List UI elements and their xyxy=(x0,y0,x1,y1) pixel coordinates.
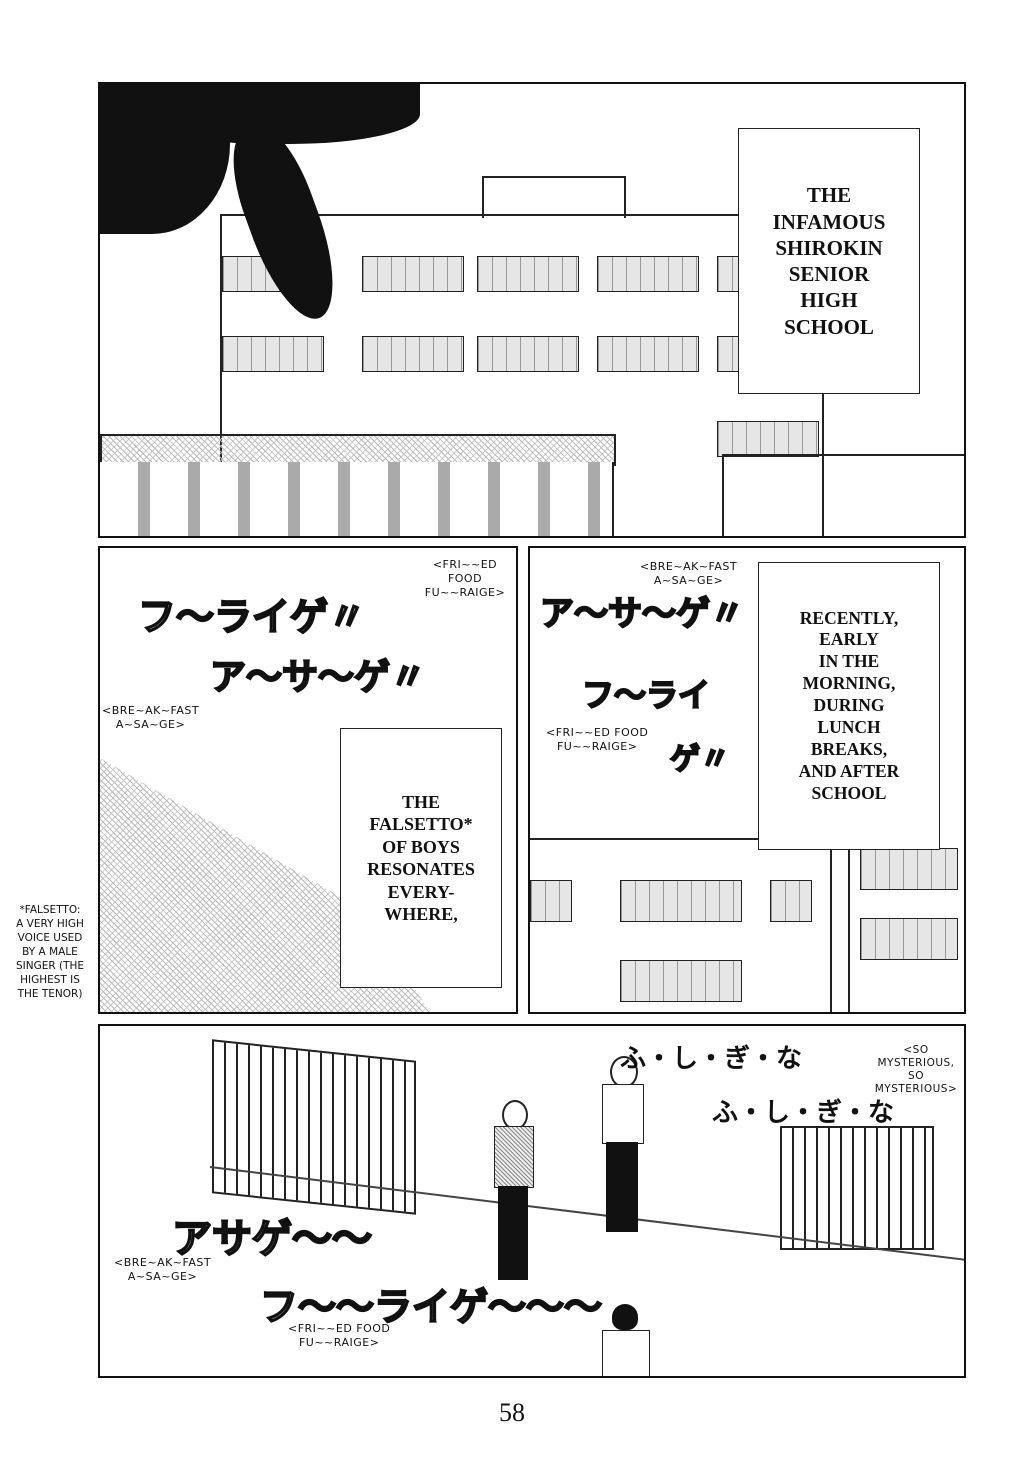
page-number: 58 xyxy=(499,1398,525,1427)
school-tall-building-art xyxy=(848,818,964,1012)
panel-greenhouse: フ〜ライゲ〃 ア〜サ〜ゲ〃 <FRI~~ED FOOD FU~~RAIGE> <… xyxy=(98,546,518,1014)
translation-asage: <BRE~AK~FAST A~SA~GE> xyxy=(114,1256,212,1283)
sfx-asage-long: アサゲ〜〜 xyxy=(171,1215,373,1263)
footnote-falsetto: *FALSETTO: A VERY HIGH VOICE USED BY A M… xyxy=(15,904,85,1000)
tree-foliage-art xyxy=(100,84,420,334)
sfx-furaige-long: フ〜〜ライゲ〜〜〜 xyxy=(259,1284,603,1330)
translation-furaige: <FRI~~ED FOOD FU~~RAIGE> xyxy=(288,1322,391,1349)
sfx-furai: フ〜ライ xyxy=(581,675,711,715)
translation-asage: <BRE~AK~FAST A~SA~GE> xyxy=(102,704,200,731)
fence-posts-art xyxy=(100,462,614,536)
student-2-art xyxy=(600,1056,644,1236)
caption-line: SENIOR xyxy=(788,262,870,286)
sfx-fushigina-2: ふ・し・ぎ・な xyxy=(712,1098,895,1128)
panel-school-exterior: THE INFAMOUS SHIROKIN SENIOR HIGH SCHOOL xyxy=(98,82,966,538)
caption-line: THE xyxy=(806,183,852,208)
student-1-art xyxy=(492,1100,534,1280)
caption-line: HIGH xyxy=(800,288,858,313)
student-3-art xyxy=(602,1304,650,1376)
caption-box-1: THE INFAMOUS SHIROKIN SENIOR HIGH SCHOOL xyxy=(738,128,920,394)
caption-box-3: RECENTLY, EARLY IN THE MORNING, DURING L… xyxy=(758,562,940,850)
translation-furaige: <FRI~~ED FOOD FU~~RAIGE> xyxy=(546,726,649,753)
caption-line: SCHOOL xyxy=(784,314,874,339)
translation-furaige: <FRI~~ED FOOD FU~~RAIGE> xyxy=(424,558,506,599)
caption-line: SHIROKIN xyxy=(775,235,883,260)
panel-school-side: ア〜サ〜ゲ〃 フ〜ライ ゲ〃 <BRE~AK~FAST A~SA~GE> <FR… xyxy=(528,546,966,1014)
sfx-ge: ゲ〃 xyxy=(669,741,731,778)
sfx-asage: ア〜サ〜ゲ〃 xyxy=(209,656,427,699)
bike-rack-right-art xyxy=(780,1126,934,1250)
caption-box-2: THE FALSETTO* OF BOYS RESONATES EVERY- W… xyxy=(340,728,502,988)
steps-art xyxy=(722,454,964,536)
panel-students-walking: ふ・し・ぎ・な ふ・し・ぎ・な アサゲ〜〜 フ〜〜ライゲ〜〜〜 <SO MYST… xyxy=(98,1024,966,1378)
translation-asage: <BRE~AK~FAST A~SA~GE> xyxy=(640,560,738,587)
translation-so-mysterious: <SO MYSTERIOUS, SO MYSTERIOUS> xyxy=(874,1044,958,1096)
sfx-fushigina-1: ふ・し・ぎ・な xyxy=(620,1044,803,1074)
caption-line: INFAMOUS xyxy=(772,209,886,234)
school-side-building-art xyxy=(530,838,832,1012)
sfx-asage: ア〜サ〜ゲ〃 xyxy=(539,593,745,635)
sfx-furaige: フ〜ライゲ〃 xyxy=(137,594,367,640)
